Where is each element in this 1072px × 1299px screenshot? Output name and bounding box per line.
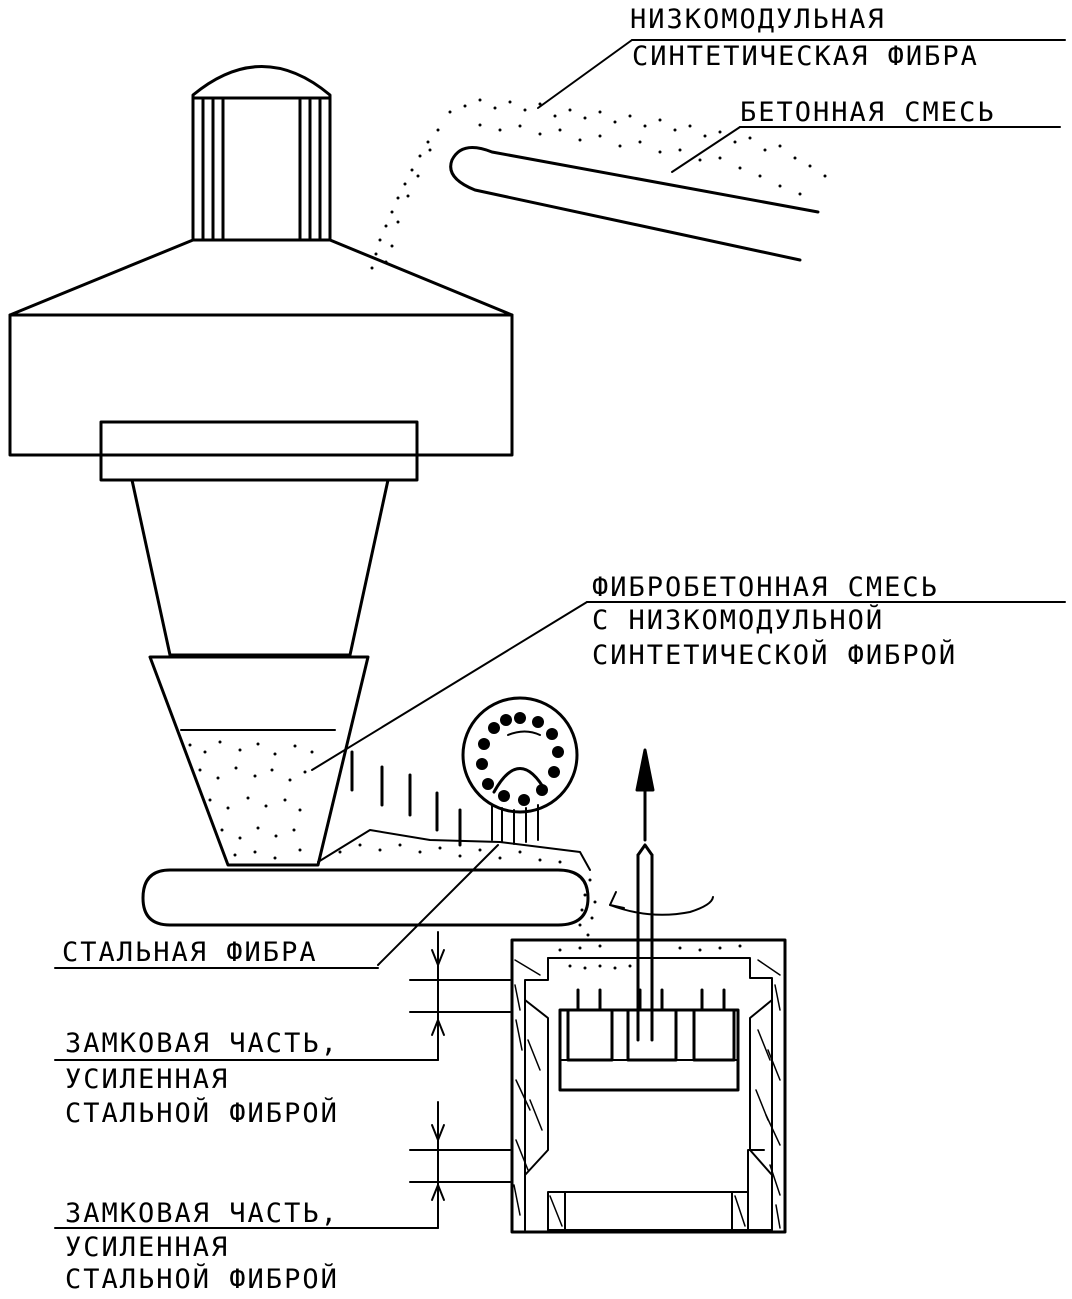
- synthetic-fiber-stream: [370, 98, 827, 270]
- steel-fiber-drum: [461, 696, 579, 845]
- label-lock-part-1-line3: СТАЛЬНОЙ ФИБРОЙ: [65, 1098, 339, 1129]
- mixer-hood: [8, 238, 514, 317]
- rotating-shaft: [609, 748, 714, 1042]
- core-block: [558, 1008, 740, 1092]
- mould: [510, 938, 787, 1234]
- mixer-flange: [99, 420, 419, 482]
- label-lock-part-2-line1: ЗАМКОВАЯ ЧАСТЬ,: [65, 1198, 339, 1229]
- conveyor-belt: [141, 868, 590, 927]
- label-fiber-concrete-2: С НИЗКОМОДУЛЬНОЙ: [592, 605, 885, 636]
- label-lock-part-1-line2: УСИЛЕННАЯ: [65, 1064, 230, 1095]
- leader-lines: [54, 39, 1066, 1229]
- label-steel-fiber: СТАЛЬНАЯ ФИБРА: [62, 937, 318, 968]
- mixer-dome: [191, 65, 332, 242]
- label-synthetic-fiber-2: СИНТЕТИЧЕСКАЯ ФИБРА: [632, 41, 979, 72]
- conveyor-mix: [317, 829, 597, 937]
- mixer-apparatus: [8, 65, 514, 867]
- rotation-arrow-icon: [609, 896, 714, 916]
- hopper: [148, 655, 370, 867]
- label-lock-part-2-line3: СТАЛЬНОЙ ФИБРОЙ: [65, 1264, 339, 1295]
- hopper-mix-dots: [188, 740, 314, 860]
- label-lock-part-2-line2: УСИЛЕННАЯ: [65, 1232, 230, 1263]
- label-fiber-concrete-1: ФИБРОБЕТОННАЯ СМЕСЬ: [592, 572, 939, 603]
- label-fiber-concrete-3: СИНТЕТИЧЕСКОЙ ФИБРОЙ: [592, 640, 958, 671]
- mixer-ribs: [201, 98, 322, 242]
- label-synthetic-fiber-1: НИЗКОМОДУЛЬНАЯ: [630, 4, 886, 35]
- feed-chute: [449, 146, 820, 262]
- label-concrete-mix: БЕТОННАЯ СМЕСЬ: [740, 97, 996, 128]
- mixer-funnel: [130, 478, 390, 657]
- up-arrow-icon: [635, 748, 655, 792]
- steel-fiber-strokes: [350, 750, 462, 847]
- mixer-body: [8, 313, 514, 457]
- label-lock-part-1-line1: ЗАМКОВАЯ ЧАСТЬ,: [65, 1028, 339, 1059]
